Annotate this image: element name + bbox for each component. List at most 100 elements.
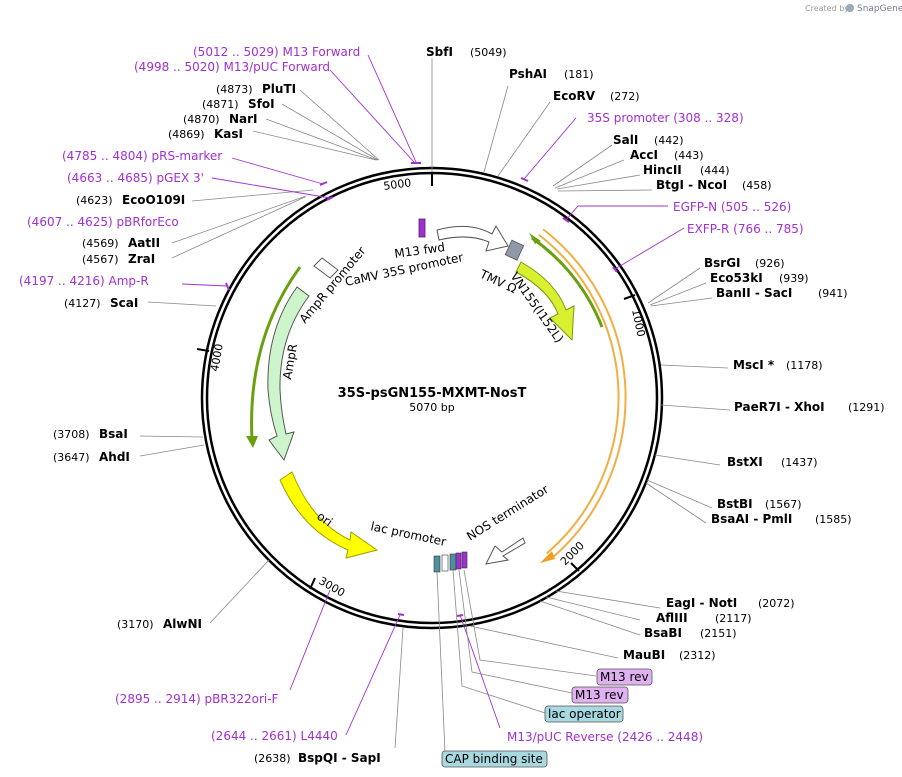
brand-text: SnapGene — [857, 4, 902, 14]
primer-35s-promoter: 35S promoter (308 .. 328) — [587, 111, 744, 125]
site-btgi-ncoi-name: BtgI - NcoI — [656, 178, 727, 192]
mxmt-outline-arc — [538, 228, 627, 560]
snapgene-logo-icon — [846, 4, 854, 12]
site-sbfi-pos: (5049) — [470, 46, 507, 59]
site-eco53ki-name: Eco53kI — [710, 271, 763, 285]
box-leaders — [436, 569, 597, 753]
site-acci-pos: (443) — [674, 149, 704, 162]
site-pluti-pos: (4873) — [216, 83, 253, 96]
site-bsai-pos: (3708) — [53, 428, 90, 441]
site-zrai-pos: (4567) — [82, 253, 119, 266]
primer-m13-puc-reverse: M13/pUC Reverse (2426 .. 2448) — [507, 730, 703, 744]
svg-text:lac operator: lac operator — [548, 707, 621, 721]
site-paer7i-xhoi-pos: (1291) — [848, 401, 885, 414]
site-sbfi-name: SbfI — [426, 45, 453, 59]
site-pluti-name: PluTI — [262, 82, 296, 96]
site-eco53ki-pos: (939) — [779, 272, 809, 285]
primer-pgex-3: (4663 .. 4685) pGEX 3' — [67, 171, 204, 185]
tick-1000: 1000 — [623, 294, 648, 338]
site-bsrgi-name: BsrGI — [704, 256, 741, 270]
site-bstbi-name: BstBI — [717, 497, 753, 511]
primer-pbr322ori-f: (2895 .. 2914) pBR322ori-F — [115, 692, 279, 706]
primer-egfp-n: EGFP-N (505 .. 526) — [673, 200, 791, 214]
lac-cluster — [433, 551, 468, 573]
site-ecorv-pos: (272) — [610, 90, 640, 103]
site-sali-name: SalI — [613, 133, 638, 147]
site-msci-pos: (1178) — [786, 359, 823, 372]
site-ecorv-name: EcoRV — [553, 89, 596, 103]
primer-prs-marker: (4785 .. 4804) pRS-marker — [62, 149, 222, 163]
primer-marks — [225, 162, 618, 617]
svg-text:1000: 1000 — [629, 308, 648, 338]
vn155-inner-arc — [531, 236, 604, 328]
site-bspqi-sapi-name: BspQI - SapI — [298, 751, 381, 765]
site-hincii-pos: (444) — [700, 164, 730, 177]
ampr-arrow — [267, 286, 310, 462]
site-aatii-pos: (4569) — [82, 237, 119, 250]
site-nari-name: NarI — [229, 112, 258, 126]
vn155-arrow — [515, 261, 575, 342]
site-eagi-noti-pos: (2072) — [758, 597, 795, 610]
boxed-label-cap-binding-site: CAP binding site — [441, 750, 548, 768]
primer-amp-r: (4197 .. 4216) Amp-R — [19, 274, 149, 288]
site-bstbi-pos: (1567) — [765, 498, 802, 511]
nos-terminator-arrow — [485, 537, 526, 565]
boxed-label-lac-operator: lac operator — [544, 705, 624, 723]
primer-labels: (5012 .. 5029) M13 Forward (4998 .. 5020… — [19, 45, 804, 744]
primer-pbrforeco: (4607 .. 4625) pBRforEco — [27, 215, 179, 229]
svg-text:M13 rev: M13 rev — [575, 688, 624, 702]
site-sali-pos: (442) — [654, 134, 684, 147]
site-btgi-ncoi-pos: (458) — [742, 179, 772, 192]
credit-text: Created by — [805, 4, 849, 13]
site-msci-name: MscI * — [733, 358, 775, 372]
site-alwni-name: AlwNI — [163, 617, 202, 631]
site-bsabi-name: BsaBI — [644, 626, 682, 640]
site-bstxi-name: BstXI — [727, 455, 763, 469]
svg-text:CAP binding site: CAP binding site — [445, 752, 543, 766]
site-kasi-pos: (4869) — [168, 128, 205, 141]
svg-text:M13 rev: M13 rev — [600, 670, 649, 684]
site-kasi-name: KasI — [214, 127, 243, 141]
site-ecoo109i-pos: (4623) — [76, 194, 113, 207]
site-leaders — [139, 58, 731, 749]
site-bstxi-pos: (1437) — [781, 456, 818, 469]
plasmid-title: 35S-psGN155-MXMT-NosT — [338, 386, 527, 401]
primer-exfp-r: EXFP-R (766 .. 785) — [687, 222, 804, 236]
site-ecoo109i-name: EcoO109I — [122, 193, 185, 207]
site-banii-saci-pos: (941) — [818, 287, 848, 300]
feature-label-lac-promoter: lac promoter — [369, 519, 447, 549]
site-pshai-pos: (181) — [564, 68, 594, 81]
site-labels: SbfI (5049) PshAI (181) EcoRV (272) SalI… — [53, 45, 885, 765]
site-acci-name: AccI — [630, 148, 658, 162]
feature-label-ampr: AmpR — [280, 343, 300, 381]
ori-arrow — [279, 471, 379, 559]
site-bsaai-pmli-name: BsaAI - PmlI — [711, 512, 792, 526]
ampr-promoter-arrow — [313, 257, 339, 279]
plasmid-length: 5070 bp — [409, 401, 454, 414]
tick-4000: 4000 — [196, 343, 226, 373]
boxed-label-m13-rev-1: M13 rev — [596, 668, 653, 686]
site-ahdi-name: AhdI — [99, 450, 130, 464]
tmv-omega-block — [504, 239, 525, 261]
feature-label-nos-terminator: NOS terminator — [464, 482, 551, 544]
site-maubi-name: MauBI — [623, 648, 665, 662]
site-ahdi-pos: (3647) — [53, 451, 90, 464]
site-alwni-pos: (3170) — [117, 618, 154, 631]
tick-5000: 5000 — [383, 176, 413, 193]
primer-m13-puc-forward: (4998 .. 5020) M13/pUC Forward — [134, 60, 330, 74]
svg-text:5000: 5000 — [383, 176, 413, 193]
site-eagi-noti-name: EagI - NotI — [666, 596, 737, 610]
site-afliii-pos: (2117) — [715, 612, 752, 625]
site-maubi-pos: (2312) — [679, 649, 716, 662]
svg-text:3000: 3000 — [317, 574, 348, 599]
site-scai-name: ScaI — [110, 296, 138, 310]
site-banii-saci-name: BanII - SacI — [716, 286, 792, 300]
ampr-inner-arc — [250, 266, 302, 441]
site-zrai-name: ZraI — [128, 252, 155, 266]
boxed-label-m13-rev-2: M13 rev — [571, 686, 629, 704]
site-sfoi-pos: (4871) — [202, 98, 239, 111]
site-aatii-name: AatII — [128, 236, 160, 250]
mxmt-arrowhead — [540, 551, 555, 563]
site-nari-pos: (4870) — [183, 113, 220, 126]
